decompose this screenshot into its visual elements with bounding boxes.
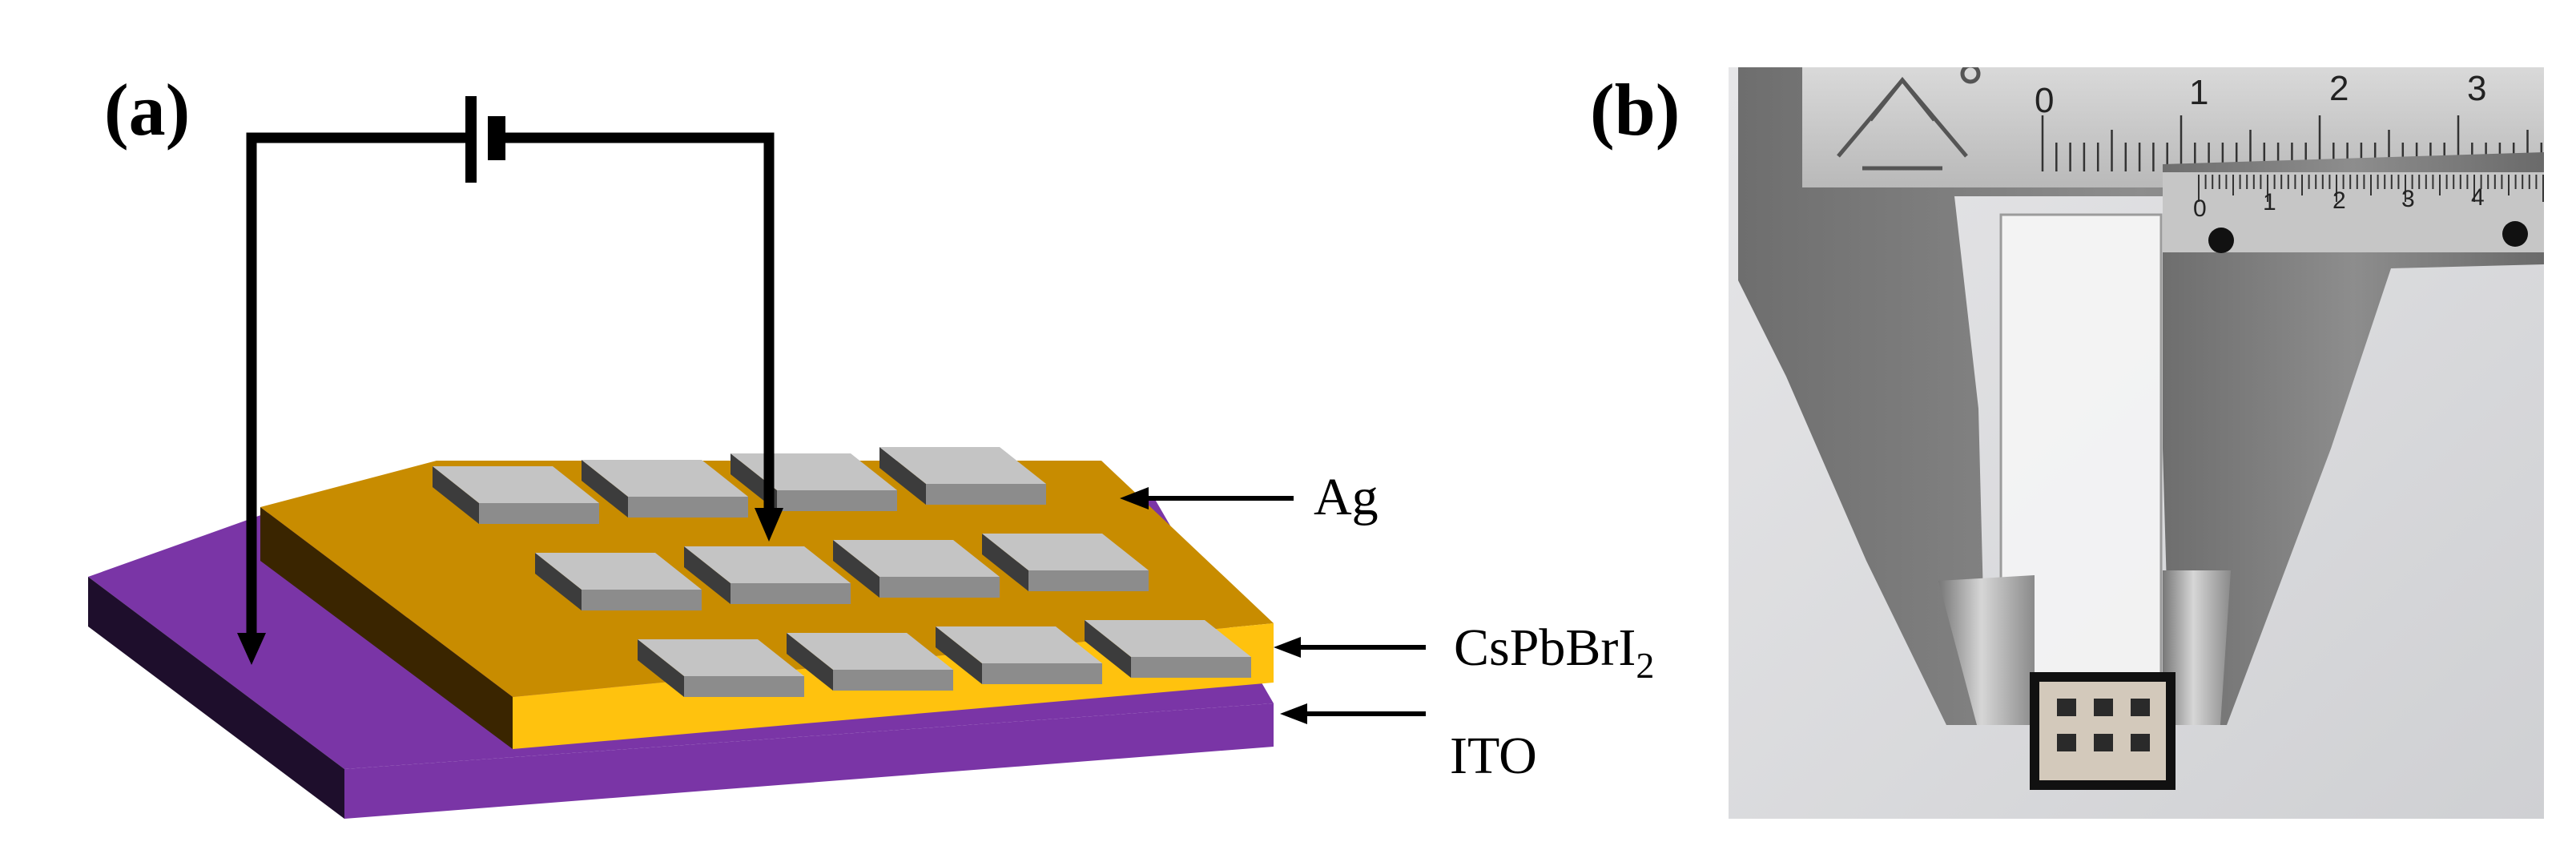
main-scale-3: 3 xyxy=(2467,69,2486,108)
vernier-0: 0 xyxy=(2193,195,2207,222)
caliper-screw xyxy=(2502,221,2528,247)
main-scale-2: 2 xyxy=(2329,69,2349,108)
vernier-1: 1 xyxy=(2263,189,2276,216)
ag-pad-front-face xyxy=(1028,570,1149,591)
chip-ag-pad xyxy=(2094,734,2113,751)
chip-ag-pad xyxy=(2131,699,2150,716)
ag-pad-front-face xyxy=(982,663,1102,684)
vernier-2: 2 xyxy=(2332,187,2346,214)
ag-pad-top-face xyxy=(582,460,748,497)
ag-pad-side-face xyxy=(982,534,1028,591)
device-chip xyxy=(2030,672,2176,790)
ag-pad-front-face xyxy=(479,503,599,524)
panel-a-label: (a) xyxy=(104,69,190,151)
ag-pad-top-face xyxy=(684,546,851,583)
lower-jaw-left xyxy=(1938,575,2035,725)
ag-pad xyxy=(684,546,851,604)
perov-pointer-arrow-head-icon xyxy=(1274,637,1301,658)
main-scale-1: 1 xyxy=(2189,73,2208,112)
ag-pad-top-face xyxy=(936,626,1102,663)
vernier-scale-ticks xyxy=(2198,175,2544,202)
ag-pad-front-face xyxy=(926,484,1046,505)
ag-pad-side-face xyxy=(582,460,628,518)
ag-pad-side-face xyxy=(684,546,731,604)
caliper-mountain-logo xyxy=(1837,67,1981,171)
ag-pad-front-face xyxy=(879,577,1000,598)
chip-ag-pad xyxy=(2094,699,2113,716)
ag-pad xyxy=(982,534,1149,591)
cspbbri2-label-main: CsPbBrI xyxy=(1454,618,1636,677)
ag-pad xyxy=(879,447,1046,505)
lower-jaw-right xyxy=(2163,570,2231,725)
ag-pad-top-face xyxy=(879,447,1046,484)
ag-pad xyxy=(787,633,953,691)
ag-pad-front-face xyxy=(582,590,702,610)
ag-pad xyxy=(936,626,1102,684)
ag-pointer-arrow-head-icon xyxy=(1120,487,1149,510)
caliper-sliding-jaw xyxy=(2163,152,2544,725)
ag-pad-front-face xyxy=(684,676,804,697)
vernier-4: 4 xyxy=(2471,184,2485,211)
battery-symbol-icon xyxy=(465,96,505,183)
ito-pointer-arrow-head-icon xyxy=(1280,703,1307,724)
ag-pad xyxy=(1085,620,1251,678)
panel-b-photo: 0 1 2 3 0 1 2 3 4 xyxy=(1729,67,2544,819)
ag-pad-front-face xyxy=(628,497,748,518)
ag-pad-top-face xyxy=(638,639,804,676)
vernier-3: 3 xyxy=(2401,186,2415,212)
chip-ag-pad xyxy=(2131,734,2150,751)
ag-pad-top-face xyxy=(535,553,702,590)
ag-pad xyxy=(582,460,748,518)
ag-pad-side-face xyxy=(638,639,684,697)
ag-pad-side-face xyxy=(433,466,479,524)
right-wire xyxy=(497,132,775,511)
right-wire-arrow-head-icon xyxy=(755,508,783,542)
circuit xyxy=(246,132,775,636)
chip-ag-pad xyxy=(2057,734,2076,751)
left-wire xyxy=(246,132,471,636)
ag-pad-side-face xyxy=(787,633,833,691)
device-chip-ag-pads xyxy=(2057,699,2150,751)
cspbbri2-label: CsPbBrI2 xyxy=(1454,618,1654,686)
ag-pad-side-face xyxy=(535,553,582,610)
ag-pad-front-face xyxy=(731,583,851,604)
ito-label: ITO xyxy=(1450,727,1537,785)
ag-pad xyxy=(638,639,804,697)
ito-side-face xyxy=(88,577,344,819)
main-scale-0: 0 xyxy=(2035,81,2054,120)
ag-pad-front-face xyxy=(777,490,897,511)
ag-pad-front-face xyxy=(833,670,953,691)
ag-pad-side-face xyxy=(833,540,879,598)
ag-pad xyxy=(535,553,702,610)
caliper-screw xyxy=(2208,228,2234,253)
ag-pad-side-face xyxy=(1085,620,1131,678)
ag-pad-front-face xyxy=(1131,657,1251,678)
ag-pad xyxy=(833,540,1000,598)
label-pointers xyxy=(1145,496,1426,716)
ag-pad-top-face xyxy=(982,534,1149,570)
ag-label: Ag xyxy=(1314,468,1379,526)
panel-b-label: (b) xyxy=(1590,69,1680,151)
ag-pad-top-face xyxy=(787,633,953,670)
chip-ag-pad xyxy=(2057,699,2076,716)
left-wire-arrow-head-icon xyxy=(237,633,266,665)
panel-a: (a) xyxy=(88,69,1654,819)
ag-pad-side-face xyxy=(879,447,926,505)
ito-front-face xyxy=(344,703,1274,819)
ag-pad-top-face xyxy=(433,466,599,503)
ag-pad-top-face xyxy=(833,540,1000,577)
ag-electrode-array xyxy=(433,447,1251,697)
caliper-main-beam xyxy=(1738,67,2544,725)
ag-pad-top-face xyxy=(1085,620,1251,657)
ag-pad-side-face xyxy=(936,626,982,684)
perov-side-face xyxy=(260,507,513,749)
ag-pad xyxy=(433,466,599,524)
cspbbri2-label-subscript: 2 xyxy=(1636,645,1654,686)
